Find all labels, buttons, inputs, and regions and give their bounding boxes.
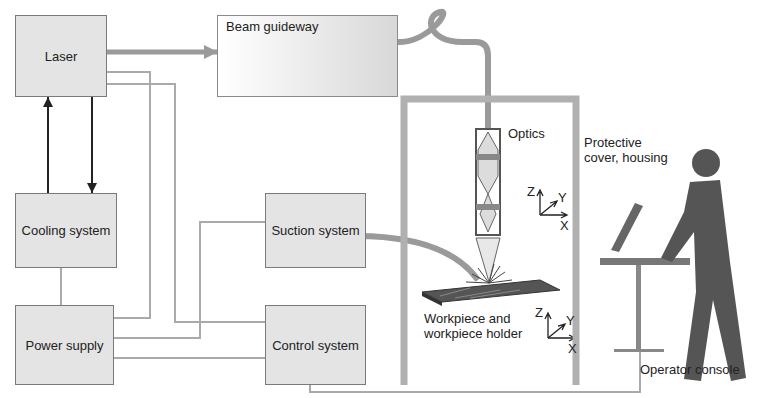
optics-head: Optics	[475, 128, 501, 236]
wire	[114, 357, 265, 359]
process-box: Control system	[265, 305, 366, 385]
optics-tube	[476, 129, 500, 235]
flow-arrow	[47, 97, 49, 193]
part-label: Operator console	[640, 362, 758, 377]
laser-box: Laser	[15, 15, 107, 97]
axis-label: X	[568, 341, 582, 356]
part-label: Workpiece and workpiece holder	[424, 311, 542, 341]
optics-drawing	[475, 128, 501, 236]
node-text: Laser	[41, 49, 82, 64]
workpiece-plate	[422, 280, 560, 302]
lens-mount	[476, 204, 500, 210]
axis-y	[540, 201, 557, 215]
sparks	[466, 264, 512, 283]
node-text: Control system	[268, 338, 363, 353]
housing-frame: Protective cover, housingOptics	[400, 95, 580, 385]
axis-label: Z	[535, 305, 549, 320]
wire	[60, 268, 62, 305]
lens	[480, 194, 496, 232]
flow-arrow	[91, 97, 93, 193]
cut-lines	[440, 288, 520, 298]
operator-head	[692, 149, 720, 177]
node-text: Beam guideway	[226, 19, 319, 34]
axis-label: X	[560, 218, 574, 233]
process-box: Cooling system	[15, 193, 117, 268]
console-base	[614, 349, 664, 352]
laser-beam	[476, 238, 500, 282]
console-monitor	[611, 203, 643, 252]
lens-mount	[476, 154, 500, 160]
operator-figure	[661, 180, 746, 381]
axis-y	[548, 324, 565, 338]
node-text: Suction system	[267, 223, 363, 238]
axis-z	[537, 190, 543, 215]
axis-x	[540, 212, 567, 218]
suction-hose	[356, 236, 478, 280]
process-box: Power supply	[15, 305, 114, 385]
node-text: Cooling system	[18, 223, 115, 238]
wire	[114, 222, 265, 338]
wire	[107, 84, 265, 322]
axis-label: Z	[527, 184, 541, 199]
axis-z	[545, 313, 551, 338]
console-pole	[636, 265, 641, 351]
fiber-cable	[398, 12, 488, 128]
workpiece-edge	[422, 292, 442, 306]
housing-wall	[404, 99, 576, 385]
lens	[478, 132, 498, 194]
axis-label: Y	[558, 190, 572, 205]
process-box: Suction system	[265, 193, 366, 268]
node-text: Power supply	[21, 338, 107, 353]
axis-label: Y	[566, 313, 580, 328]
node-text: Optics	[508, 126, 568, 141]
guideway-box: Beam guideway	[217, 15, 398, 97]
axis-x	[548, 335, 575, 341]
console-desk	[600, 258, 690, 265]
beam-arrow	[107, 50, 217, 55]
node-text: Protective cover, housing	[584, 135, 668, 165]
